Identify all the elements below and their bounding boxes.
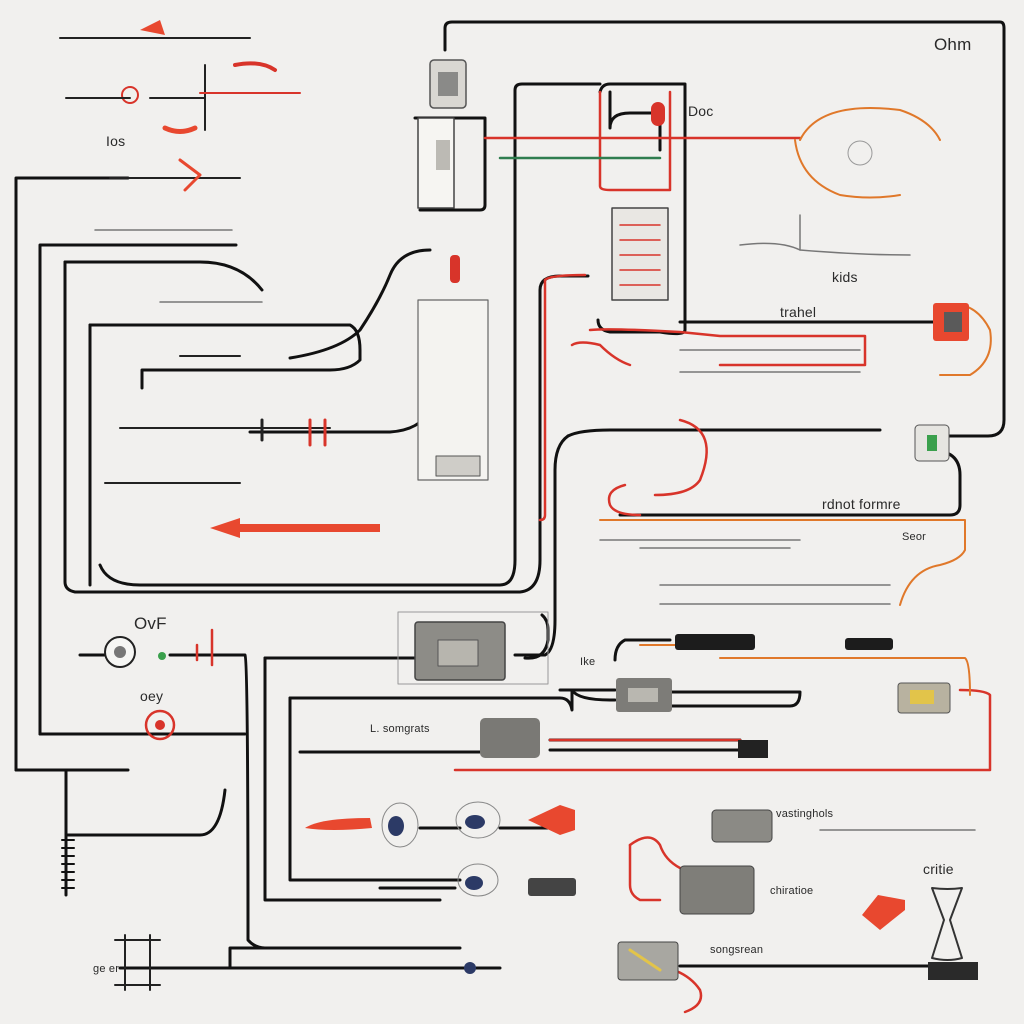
component-sensor bbox=[897, 682, 951, 714]
arrow-icon bbox=[528, 805, 575, 835]
grey-lines bbox=[94, 214, 976, 831]
label-ohm: Ohm bbox=[934, 35, 972, 54]
component-battery bbox=[397, 611, 549, 685]
label-vastinghols: vastinghols bbox=[776, 808, 834, 820]
component-hourglass bbox=[928, 887, 978, 980]
component-frame-left bbox=[114, 934, 161, 991]
component-center-module bbox=[417, 299, 489, 481]
component-solenoid bbox=[480, 718, 768, 758]
label-doc: Doc bbox=[688, 103, 714, 119]
arrow-icon bbox=[862, 895, 905, 930]
component-gear-small bbox=[528, 878, 576, 896]
component-switch bbox=[616, 678, 672, 712]
component-motor bbox=[679, 809, 773, 915]
component-fuse-panel bbox=[611, 207, 669, 301]
label-sumgrats: L. somgrats bbox=[370, 723, 430, 735]
label-kids: kids bbox=[832, 269, 858, 285]
label-seor: Seor bbox=[902, 531, 927, 543]
label-songsrean: songsrean bbox=[710, 944, 764, 956]
arrow-icon bbox=[210, 518, 380, 538]
probe-top-left bbox=[59, 37, 331, 484]
arrow-icon bbox=[140, 20, 165, 35]
red-wires bbox=[195, 90, 992, 1014]
label-critie: critie bbox=[923, 861, 954, 877]
orange-wires bbox=[599, 107, 992, 696]
label-ovf: OvF bbox=[134, 614, 167, 633]
label-ios: Ios bbox=[106, 133, 126, 149]
component-green-connector bbox=[914, 424, 950, 462]
component-bottom-module bbox=[617, 941, 679, 981]
round-parts bbox=[104, 86, 873, 974]
label-oey: oey bbox=[140, 688, 164, 704]
arrow-markers bbox=[140, 20, 905, 930]
label-rdnot-formre: rdnot formre bbox=[822, 496, 901, 512]
component-relay-top bbox=[429, 59, 467, 109]
component-black-plug bbox=[675, 634, 893, 650]
arrow-icon bbox=[305, 818, 372, 830]
component-red-box bbox=[933, 303, 969, 341]
component-terminal-block bbox=[417, 117, 455, 209]
label-ge-er: ge er bbox=[93, 963, 120, 975]
component-coil bbox=[61, 839, 75, 889]
label-ike: Ike bbox=[580, 656, 596, 668]
label-trahel: trahel bbox=[780, 304, 817, 320]
label-chiratioe: chiratioe bbox=[770, 885, 814, 897]
